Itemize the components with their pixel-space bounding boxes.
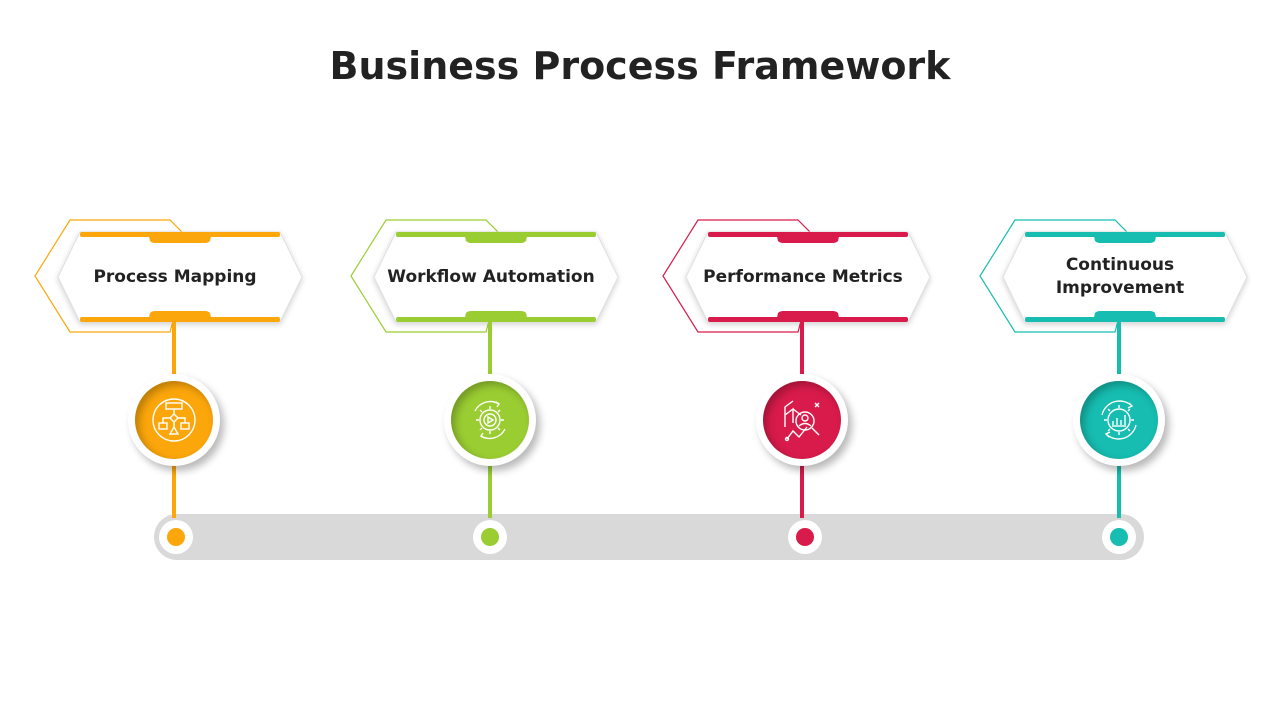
icon-circle — [444, 374, 536, 466]
hexagon-card — [979, 219, 1248, 333]
hexagon-outline — [34, 219, 195, 333]
connector-line-lower — [1117, 462, 1121, 518]
hexagon-body — [57, 231, 303, 323]
icon-circle-fill — [135, 381, 213, 459]
top-tab — [1093, 232, 1157, 243]
hexagon-card — [34, 219, 303, 333]
hexagon-body — [373, 231, 619, 323]
timeline-dot — [1110, 528, 1128, 546]
connector-line-upper — [1117, 322, 1121, 374]
hexagon-outline — [350, 219, 511, 333]
connector-line-lower — [172, 462, 176, 518]
flowchart-icon — [152, 398, 196, 442]
step-workflow-automation: Workflow Automation — [346, 0, 646, 720]
step-process-mapping: Process Mapping — [30, 0, 330, 720]
timeline-dot — [167, 528, 185, 546]
hexagon-outline — [662, 219, 823, 333]
analytics-search-icon — [784, 400, 820, 442]
connector-line-lower — [488, 462, 492, 518]
hexagon-outline — [979, 219, 1140, 333]
step-continuous-improvement: Continuous Improvement — [975, 0, 1275, 720]
step-label: Continuous Improvement — [1055, 255, 1185, 298]
icon-circle-fill — [763, 381, 841, 459]
improvement-gear-icon — [1101, 400, 1137, 440]
step-performance-metrics: Performance Metrics — [658, 0, 958, 720]
timeline-marker — [473, 520, 507, 554]
connector-line-upper — [488, 322, 492, 374]
top-tab — [776, 232, 840, 243]
connector-line-upper — [800, 322, 804, 374]
hexagon-body — [1002, 231, 1248, 323]
icon-circle — [1073, 374, 1165, 466]
hexagon-body — [685, 231, 931, 323]
timeline-dot — [481, 528, 499, 546]
bottom-tab — [148, 311, 212, 322]
connector-line-lower — [800, 462, 804, 518]
bottom-tab — [776, 311, 840, 322]
bottom-tab — [1093, 311, 1157, 322]
timeline-marker — [1102, 520, 1136, 554]
step-label: Performance Metrics — [703, 266, 903, 287]
step-label: Process Mapping — [93, 266, 257, 287]
hexagon-card — [662, 219, 931, 333]
step-label: Workflow Automation — [387, 266, 595, 287]
timeline-dot — [796, 528, 814, 546]
icon-circle — [128, 374, 220, 466]
top-tab — [464, 232, 528, 243]
automation-gear-icon — [474, 400, 506, 440]
icon-circle — [756, 374, 848, 466]
bottom-tab — [464, 311, 528, 322]
timeline-marker — [159, 520, 193, 554]
timeline-track — [154, 514, 1144, 560]
timeline-marker — [788, 520, 822, 554]
page-title: Business Process Framework — [329, 44, 951, 88]
icon-circle-fill — [451, 381, 529, 459]
top-tab — [148, 232, 212, 243]
hexagon-card — [350, 219, 619, 333]
icon-circle-fill — [1080, 381, 1158, 459]
connector-line-upper — [172, 322, 176, 374]
